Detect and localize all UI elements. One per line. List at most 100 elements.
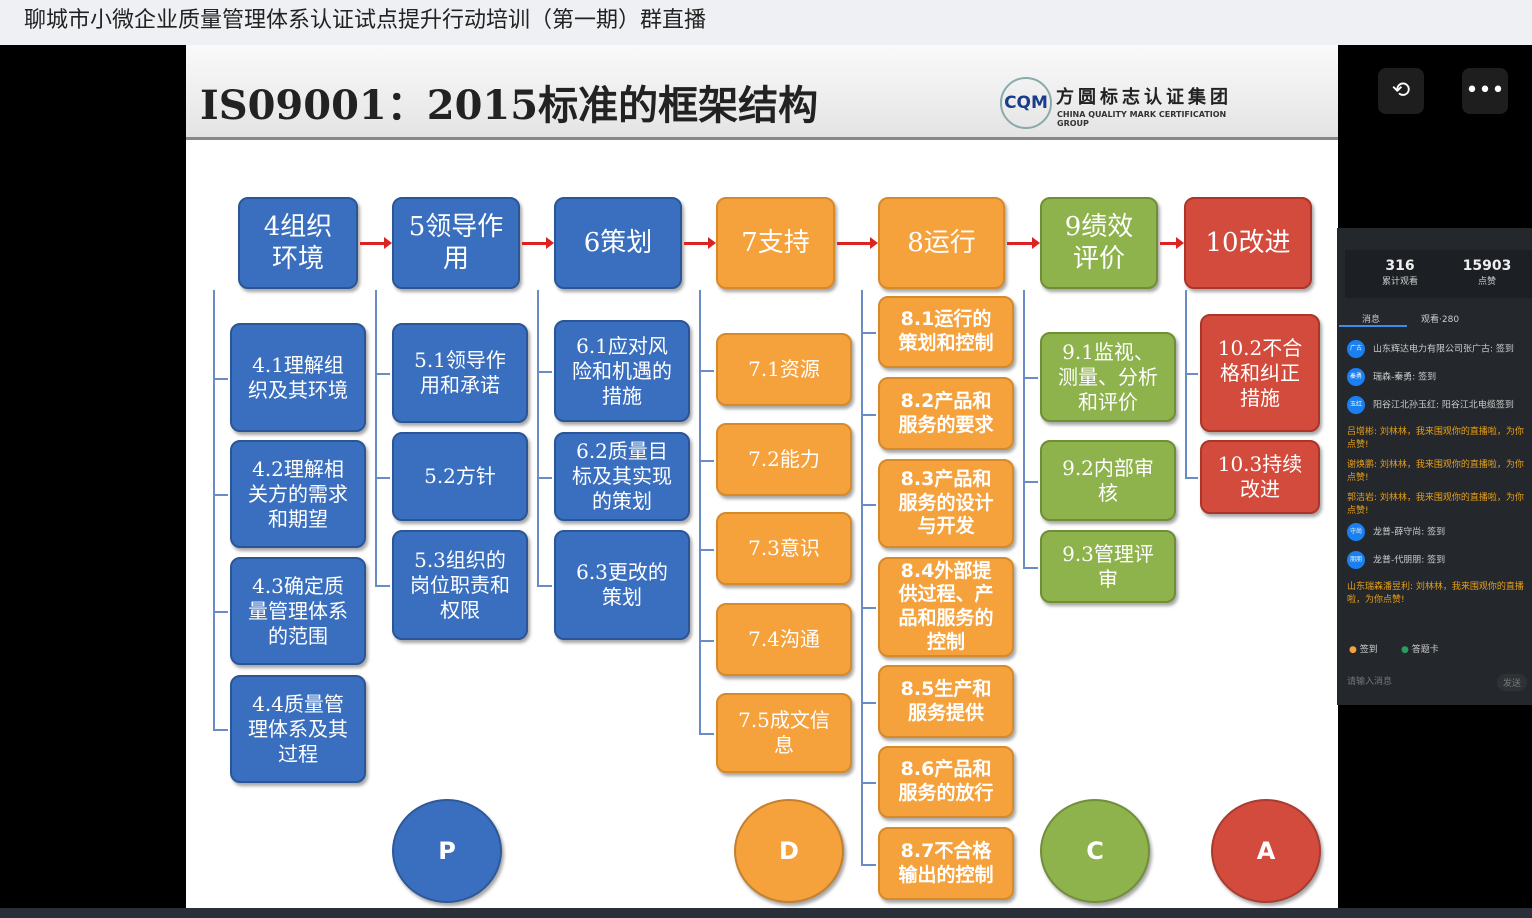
- bracket-arrow: [699, 548, 714, 551]
- bracket-arrow: [861, 503, 876, 506]
- chat-message: 山东瑞森潘昱利: 刘林林，我来围观你的直播啦，为你点赞!: [1347, 579, 1532, 605]
- clause-box: 5.1领导作用和承诺: [392, 323, 528, 423]
- clause-box: 4.4质量管理体系及其过程: [230, 675, 366, 783]
- bracket-arrow: [861, 607, 876, 609]
- clause-box: 8.2产品和服务的要求: [878, 377, 1014, 450]
- clause-box: 10.2不合格和纠正措施: [1200, 314, 1320, 432]
- logo-cn: 方圆标志认证集团: [1056, 87, 1232, 108]
- clause-box: 4.3确定质量管理体系的范围: [230, 557, 366, 665]
- user-avatar: 朋朋: [1347, 551, 1365, 569]
- bracket-line: [1023, 290, 1025, 567]
- section-9: 9绩效评价: [1040, 197, 1158, 289]
- message-input[interactable]: 请输入消息: [1347, 677, 1393, 687]
- section-5: 5领导作用: [392, 197, 520, 289]
- clause-box: 7.5成文信息: [716, 693, 852, 773]
- clause-box: 4.2理解相关方的需求和期望: [230, 440, 366, 548]
- bracket-arrow: [1185, 477, 1198, 479]
- bracket-arrow: [375, 476, 390, 479]
- message-text: 郭洁岩: 刘林林，我来围观你的直播啦，为你点赞!: [1347, 493, 1524, 516]
- message-text: 吕增彬: 刘林林，我来围观你的直播啦，为你点赞!: [1347, 427, 1524, 450]
- clause-box: 7.3意识: [716, 512, 852, 585]
- bracket-arrow: [537, 585, 552, 587]
- chat-message: 广古山东辉达电力有限公司张广古: 签到: [1347, 340, 1532, 358]
- tab-viewers[interactable]: 观看·280: [1421, 315, 1460, 325]
- section-10: 10改进: [1184, 197, 1312, 289]
- chat-message: 谢焕鹏: 刘林林，我来围观你的直播啦，为你点赞!: [1347, 457, 1532, 483]
- flow-arrow: [837, 242, 874, 245]
- flow-arrow: [522, 242, 550, 245]
- presentation-slide: IS09001：2015标准的框架结构 CQM 方圆标志认证集团 CHINA Q…: [186, 45, 1338, 908]
- user-avatar: 守尚: [1347, 523, 1365, 541]
- bottom-bar: [0, 908, 1532, 918]
- bracket-arrow: [861, 332, 876, 334]
- bracket-arrow: [537, 476, 552, 479]
- clause-box: 7.1资源: [716, 333, 852, 406]
- clause-box: 8.1运行的策划和控制: [878, 296, 1014, 368]
- bracket-line: [537, 290, 539, 585]
- clause-box: 6.3更改的策划: [554, 530, 690, 640]
- message-text: 山东瑞森潘昱利: 刘林林，我来围观你的直播啦，为你点赞!: [1347, 582, 1524, 605]
- logo-en: CHINA QUALITY MARK CERTIFICATION GROUP: [1057, 110, 1227, 128]
- bracket-line: [699, 290, 701, 733]
- arrow-head: [384, 237, 392, 249]
- user-avatar: 广古: [1347, 340, 1365, 358]
- arrow-head: [1176, 237, 1184, 249]
- bracket-arrow: [213, 377, 228, 380]
- message-text: 龙普-代朋朋: 签到: [1373, 555, 1446, 566]
- chat-message: 守尚龙普-薛守尚: 签到: [1347, 523, 1532, 541]
- arrow-head: [708, 237, 716, 249]
- bracket-arrow: [699, 639, 714, 642]
- answer-card-button[interactable]: ● 答题卡: [1401, 645, 1439, 655]
- pdca-p: P: [392, 799, 502, 903]
- user-avatar: 秦勇: [1347, 368, 1365, 386]
- more-icon[interactable]: •••: [1462, 68, 1508, 114]
- chat-message: 吕增彬: 刘林林，我来围观你的直播啦，为你点赞!: [1347, 424, 1532, 450]
- clause-box: 6.2质量目标及其实现的策划: [554, 432, 690, 521]
- message-text: 阳谷江北孙玉红: 阳谷江北电缆签到: [1373, 400, 1514, 411]
- chat-message: 秦勇瑞森-秦勇: 签到: [1347, 368, 1532, 386]
- bracket-arrow: [861, 701, 876, 704]
- arrow-head: [546, 237, 554, 249]
- bracket-line: [213, 290, 215, 729]
- clause-box: 8.4外部提供过程、产品和服务的控制: [878, 557, 1014, 657]
- bracket-line: [861, 290, 863, 864]
- tab-messages[interactable]: 消息: [1362, 315, 1381, 325]
- bracket-line: [375, 290, 377, 585]
- bracket-arrow: [1023, 480, 1038, 483]
- clause-box: 8.5生产和服务提供: [878, 665, 1014, 738]
- bracket-arrow: [861, 782, 876, 784]
- cqm-seal: CQM: [1000, 77, 1052, 129]
- clause-box: 9.1监视、测量、分析和评价: [1040, 332, 1176, 422]
- section-6: 6策划: [554, 197, 682, 289]
- arrow-head: [1032, 237, 1040, 249]
- clause-box: 9.2内部审核: [1040, 440, 1176, 521]
- clause-box: 5.3组织的岗位职责和权限: [392, 530, 528, 640]
- rotate-icon[interactable]: ⟲: [1378, 68, 1424, 114]
- pdca-c: C: [1040, 799, 1150, 903]
- chat-message: 郭洁岩: 刘林林，我来围观你的直播啦，为你点赞!: [1347, 490, 1532, 516]
- clause-box: 6.1应对风险和机遇的措施: [554, 320, 690, 422]
- bracket-arrow: [213, 729, 228, 731]
- bracket-arrow: [1185, 373, 1198, 375]
- bracket-arrow: [375, 585, 390, 587]
- pdca-a: A: [1211, 799, 1321, 903]
- window-title: 聊城市小微企业质量管理体系认证试点提升行动培训（第一期）群直播: [0, 0, 1532, 45]
- bracket-arrow: [213, 611, 228, 613]
- clause-box: 4.1理解组织及其环境: [230, 323, 366, 432]
- checkin-button[interactable]: ● 签到: [1349, 645, 1378, 655]
- pdca-d: D: [734, 799, 844, 903]
- send-button[interactable]: 发送: [1497, 674, 1528, 691]
- flow-arrow: [684, 242, 712, 245]
- clause-box: 8.7不合格输出的控制: [878, 827, 1014, 900]
- section-4: 4组织环境: [238, 197, 358, 289]
- slide-title: IS09001：2015标准的框架结构: [200, 82, 819, 129]
- message-text: 龙普-薛守尚: 签到: [1373, 527, 1446, 538]
- clause-box: 7.4沟通: [716, 603, 852, 676]
- flow-arrow: [1160, 242, 1180, 245]
- clause-box: 9.3管理评审: [1040, 530, 1176, 603]
- bracket-arrow: [699, 369, 714, 372]
- bracket-arrow: [537, 371, 552, 373]
- clause-box: 8.3产品和服务的设计与开发: [878, 459, 1014, 548]
